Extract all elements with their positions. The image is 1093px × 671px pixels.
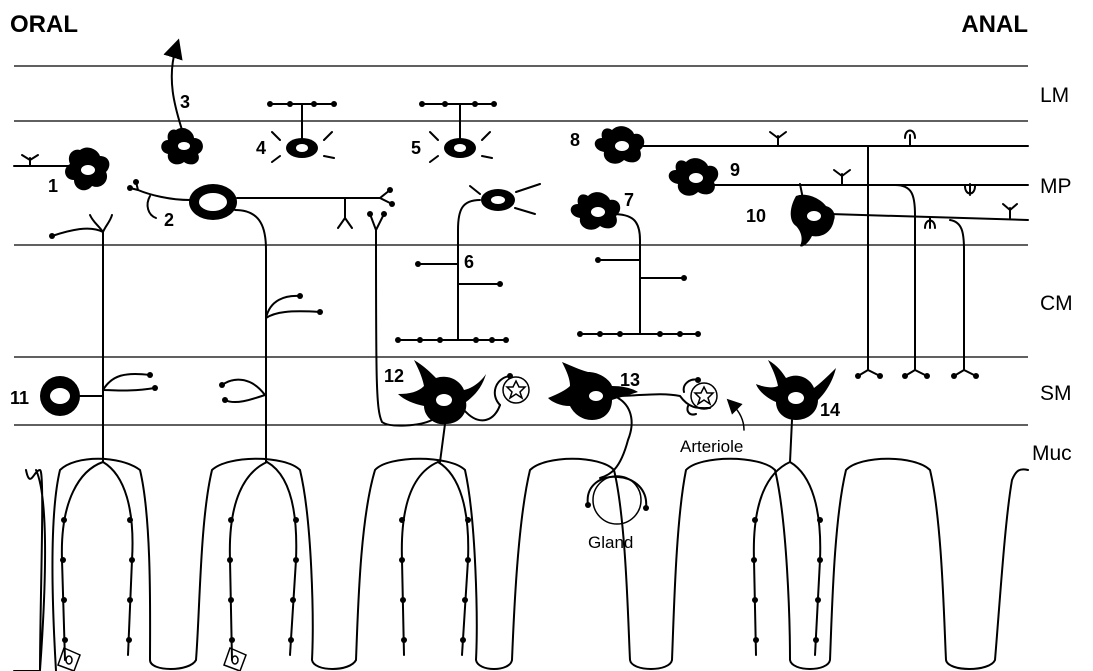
gland-label: Gland xyxy=(588,533,633,552)
anal-label: ANAL xyxy=(961,11,1028,38)
sm-terminals xyxy=(855,370,979,379)
neuron-label-3: 3 xyxy=(180,92,190,112)
neuron-10: 10 xyxy=(746,184,1028,370)
neuron-label-8: 8 xyxy=(570,130,580,150)
neuron-label-9: 9 xyxy=(730,160,740,180)
neuron-9: 9 xyxy=(669,158,1028,370)
enteroendocrine-cell-2 xyxy=(224,648,246,671)
neuron-label-7: 7 xyxy=(624,190,634,210)
neuron-label-4: 4 xyxy=(256,138,266,158)
neuron-label-11: 11 xyxy=(10,388,29,408)
neuron-4: 4 xyxy=(256,101,337,162)
neuron-label-6: 6 xyxy=(464,252,474,272)
arteriole-left xyxy=(495,373,529,405)
layer-label-muc: Muc xyxy=(1032,442,1072,465)
neuron-5: 5 xyxy=(411,101,497,162)
layer-label-cm: CM xyxy=(1040,292,1073,315)
neuron-label-5: 5 xyxy=(411,138,421,158)
neuron-label-2: 2 xyxy=(164,210,174,230)
neuron-label-13: 13 xyxy=(620,370,640,390)
neuron-2: 2 xyxy=(127,179,395,462)
mucosa-villi-outline xyxy=(14,459,1028,671)
neuron-11: 11 xyxy=(10,376,103,416)
neuron-label-1: 1 xyxy=(48,176,58,196)
neuron-7: 7 xyxy=(571,190,701,337)
neuron-label-14: 14 xyxy=(820,400,840,420)
neuron-1: 1 xyxy=(14,148,109,196)
arteriole-label: Arteriole xyxy=(680,437,743,456)
villus-nerve-fibres xyxy=(60,462,823,660)
neuron-12: 12 xyxy=(367,211,500,462)
oral-label: ORAL xyxy=(10,11,78,38)
layer-label-sm: SM xyxy=(1040,382,1072,405)
layer-label-lm: LM xyxy=(1040,84,1069,107)
neuron-14: 14 xyxy=(756,360,840,462)
neuron-label-12: 12 xyxy=(384,366,404,386)
arteriole-right: Arteriole xyxy=(680,377,744,456)
neuron-13: 13 xyxy=(548,362,710,478)
neuron-label-10: 10 xyxy=(746,206,766,226)
layer-label-mp: MP xyxy=(1040,175,1072,198)
neuron-6: 6 xyxy=(395,184,540,343)
layer-boundaries xyxy=(14,66,1028,425)
enteroendocrine-cell-1 xyxy=(58,648,80,671)
